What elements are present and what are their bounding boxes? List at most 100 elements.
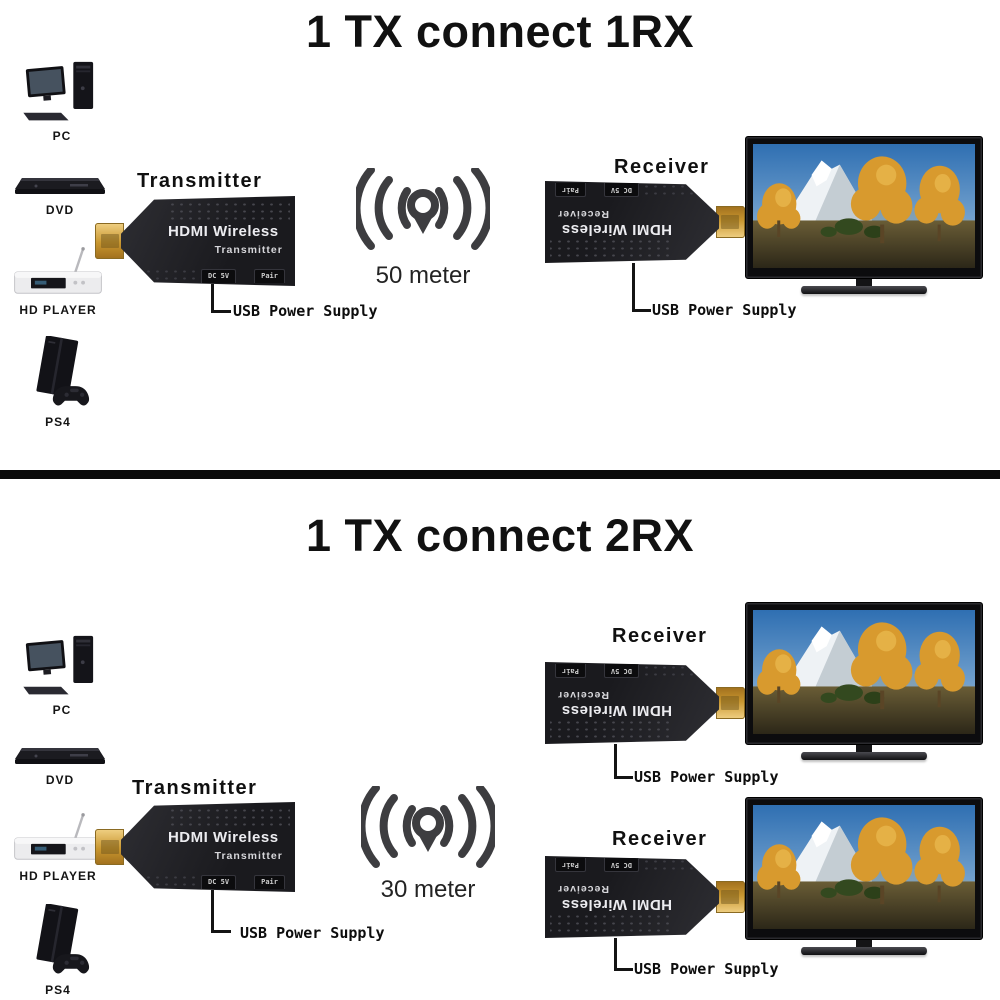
section-title: 1 TX connect 2RX (305, 510, 695, 561)
ps4-icon (36, 904, 90, 974)
ps4-icon (36, 336, 90, 406)
port-pair: Pair (254, 269, 285, 284)
tv-stand (856, 279, 872, 286)
device-brand-text: HDMI Wireless (167, 223, 279, 240)
dongle-body: HDMI Wireless Transmitter DC 5V Pair (121, 196, 295, 286)
port-pair: Pair (555, 664, 586, 678)
distance-label: 30 meter (380, 876, 476, 903)
hdmi-plug-icon (716, 880, 745, 914)
distance-label: 50 meter (375, 262, 471, 289)
receiver-device: HDMI Wireless Receiver DC 5V Pair (545, 662, 745, 744)
hd-player-icon (14, 813, 102, 860)
transmitter-device: HDMI Wireless Transmitter DC 5V Pair (95, 802, 295, 892)
device-role-text: Receiver (557, 207, 609, 220)
source-label: PC (52, 129, 72, 143)
source-dvd: DVD (12, 174, 108, 217)
texture (550, 914, 672, 934)
hdmi-plug-icon (95, 829, 124, 865)
tv-frame (745, 602, 983, 745)
wireless-signal-icon (356, 168, 490, 250)
wireless-signal-icon (361, 786, 495, 868)
usb-power-supply-label: USB Power Supply (634, 768, 779, 786)
port-strip: DC 5V Pair (201, 875, 288, 890)
port-dc5v: DC 5V (604, 664, 639, 678)
transmitter-label: Transmitter (137, 170, 263, 192)
tv-stand (801, 947, 927, 955)
source-dvd: DVD (12, 744, 108, 787)
usb-power-elbow (614, 938, 633, 971)
transmitter-device: HDMI Wireless Transmitter DC 5V Pair (95, 196, 295, 286)
receiver-label: Receiver (612, 625, 708, 647)
hdmi-plug-icon (95, 223, 124, 259)
texture (550, 720, 672, 740)
tv-screen (753, 144, 975, 268)
tv-frame (745, 797, 983, 940)
pc-icon (23, 61, 94, 121)
port-strip: DC 5V Pair (201, 269, 288, 284)
source-hd-player: HD PLAYER (8, 246, 108, 317)
device-role-text: Receiver (557, 688, 609, 701)
dongle-body: HDMI Wireless Receiver DC 5V Pair (545, 662, 719, 744)
tv-stand (856, 745, 872, 752)
receiver-device: HDMI Wireless Receiver DC 5V Pair (545, 181, 745, 263)
usb-power-supply-label: USB Power Supply (634, 960, 779, 978)
tv-frame (745, 136, 983, 279)
source-hd-player: HD PLAYER (8, 812, 108, 883)
device-role-text: Transmitter (214, 243, 283, 256)
texture (167, 200, 290, 223)
port-pair: Pair (555, 858, 586, 872)
port-strip: DC 5V Pair (552, 183, 639, 197)
usb-power-elbow (211, 284, 231, 313)
source-pc: PC (16, 634, 108, 717)
source-label: HD PLAYER (19, 303, 97, 317)
device-brand-text: HDMI Wireless (167, 829, 279, 846)
source-label: PS4 (45, 983, 71, 997)
tv-stand (856, 940, 872, 947)
dongle-body: HDMI Wireless Transmitter DC 5V Pair (121, 802, 295, 892)
source-ps4: PS4 (10, 904, 106, 997)
port-pair: Pair (555, 183, 586, 197)
tv (745, 602, 983, 760)
dvd-player-icon (15, 748, 105, 764)
usb-power-supply-label: USB Power Supply (652, 301, 797, 319)
device-role-text: Transmitter (214, 849, 283, 862)
tv (745, 797, 983, 955)
source-label: PC (52, 703, 72, 717)
dvd-player-icon (15, 178, 105, 194)
usb-power-elbow (211, 890, 231, 933)
hdmi-plug-icon (716, 205, 745, 239)
device-brand-text: HDMI Wireless (561, 896, 673, 914)
usb-power-elbow (632, 263, 651, 312)
texture (167, 806, 290, 829)
port-dc5v: DC 5V (604, 183, 639, 197)
source-pc: PC (16, 60, 108, 143)
dongle-body: HDMI Wireless Receiver DC 5V Pair (545, 181, 719, 263)
section-divider (0, 470, 1000, 479)
receiver-label: Receiver (614, 156, 710, 178)
source-label: HD PLAYER (19, 869, 97, 883)
tv-stand (801, 286, 927, 294)
tv-screen (753, 610, 975, 734)
hd-player-icon (14, 247, 102, 294)
device-role-text: Receiver (557, 882, 609, 895)
port-dc5v: DC 5V (604, 858, 639, 872)
device-brand-text: HDMI Wireless (561, 221, 673, 239)
port-dc5v: DC 5V (201, 269, 237, 284)
transmitter-label: Transmitter (132, 777, 258, 799)
port-strip: DC 5V Pair (552, 664, 639, 678)
tv (745, 136, 983, 294)
usb-power-supply-label: USB Power Supply (240, 924, 385, 942)
usb-power-supply-label: USB Power Supply (233, 302, 378, 320)
device-brand-text: HDMI Wireless (561, 702, 673, 720)
source-label: DVD (45, 773, 75, 787)
source-label: DVD (45, 203, 75, 217)
hdmi-plug-icon (716, 686, 745, 720)
section-title: 1 TX connect 1RX (305, 6, 695, 57)
port-strip: DC 5V Pair (552, 858, 639, 872)
tv-stand (801, 752, 927, 760)
tv-screen (753, 805, 975, 929)
port-dc5v: DC 5V (201, 875, 237, 890)
source-ps4: PS4 (10, 336, 106, 429)
texture (550, 239, 672, 259)
